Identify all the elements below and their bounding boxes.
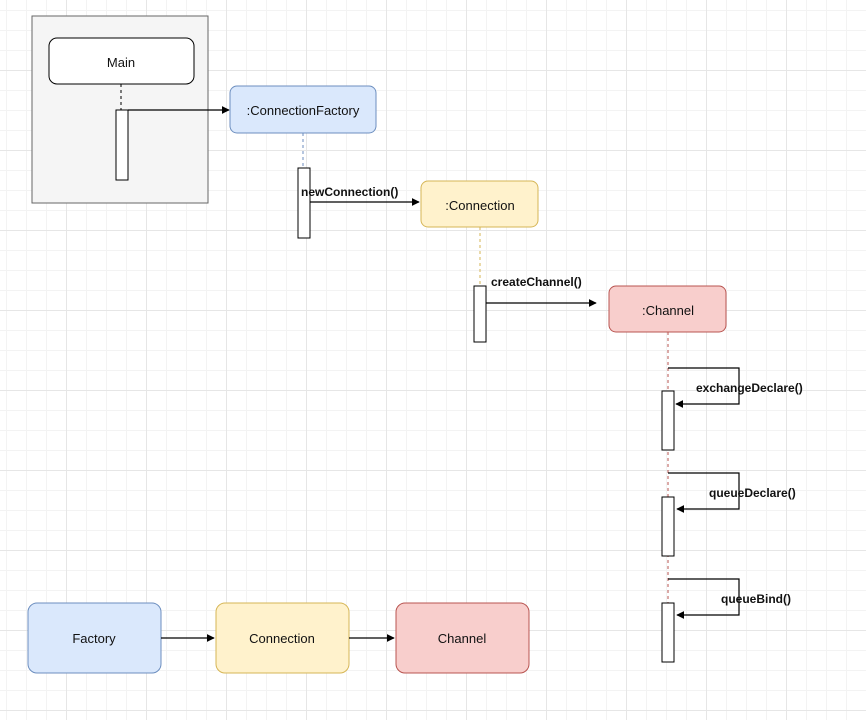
factory-activation [297, 167, 311, 239]
exchange-declare-label: exchangeDeclare() [696, 381, 803, 395]
create-channel-label: createChannel() [491, 275, 582, 289]
channel-box-label: Channel [438, 631, 487, 646]
channel-box[interactable] [395, 602, 530, 674]
factory-box-label: Factory [72, 631, 116, 646]
queue-bind-activation [661, 602, 675, 663]
new-connection-label: newConnection() [301, 185, 398, 199]
main-activation [115, 109, 129, 181]
queue-declare-activation [661, 496, 675, 557]
connection-label: :Connection [445, 198, 514, 213]
exchange-declare-arrow [668, 367, 740, 408]
connection-activation [473, 285, 487, 343]
queue-declare-arrow [668, 472, 740, 513]
queue-declare-label: queueDeclare() [709, 486, 796, 500]
connection-box-label: Connection [249, 631, 315, 646]
exchange-declare-activation [661, 390, 675, 451]
channel-label: :Channel [642, 303, 694, 318]
queue-bind-label: queueBind() [721, 592, 791, 606]
connection-factory-label: :ConnectionFactory [247, 103, 360, 118]
queue-bind-arrow [668, 578, 740, 619]
main-label: Main [107, 55, 135, 70]
